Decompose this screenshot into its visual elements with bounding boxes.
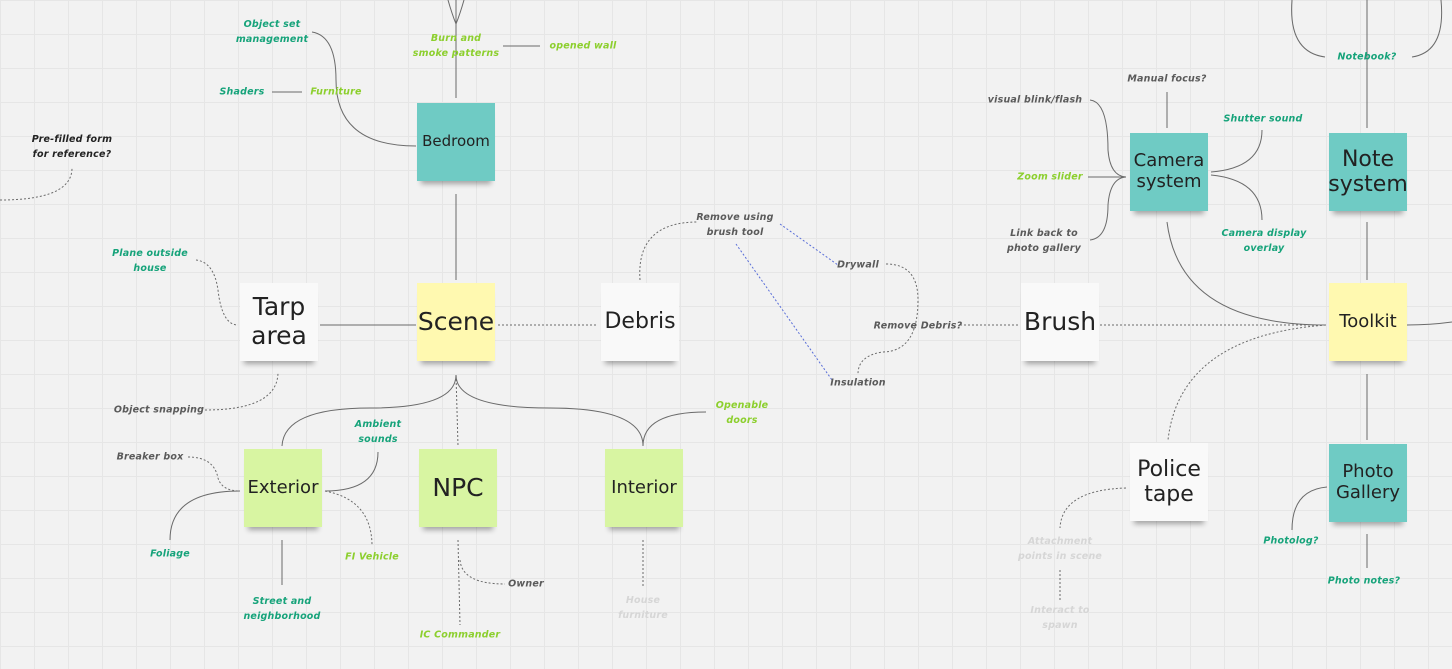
note-object-snapping[interactable]: Object snapping	[113, 404, 205, 416]
connector	[642, 411, 707, 447]
connector	[324, 451, 379, 492]
connector	[1166, 221, 1327, 326]
sticky-tarp-area[interactable]: Tarp area	[240, 283, 318, 361]
note-opened-wall[interactable]: opened wall	[549, 40, 617, 52]
connector	[639, 221, 699, 281]
connector	[1167, 324, 1327, 441]
connector	[1210, 129, 1263, 173]
note-insulation[interactable]: Insulation	[830, 377, 886, 389]
note-breaker-box[interactable]: Breaker box	[116, 451, 184, 463]
note-zoom-slider[interactable]: Zoom slider	[1017, 171, 1083, 183]
connector	[457, 539, 461, 626]
connector	[281, 374, 457, 447]
sticky-npc[interactable]: NPC	[419, 449, 497, 527]
note-foliage[interactable]: Foliage	[150, 548, 190, 560]
note-openable-doors[interactable]: Openable doors	[715, 400, 769, 426]
connector	[324, 490, 373, 547]
note-visual-blink-flash[interactable]: visual blink/flash	[987, 94, 1083, 106]
note-prefilled-form[interactable]: Pre-filled form for reference?	[31, 134, 113, 160]
note-burn-smoke-patterns[interactable]: Burn and smoke patterns	[412, 33, 500, 59]
sticky-interior[interactable]: Interior	[605, 449, 683, 527]
connector	[1411, 0, 1443, 58]
note-house-furniture[interactable]: House furniture	[618, 595, 668, 621]
note-photolog[interactable]: Photolog?	[1263, 535, 1319, 547]
connector	[455, 374, 459, 447]
note-link-back-photo-gallery[interactable]: Link back to photo gallery	[1006, 228, 1082, 254]
note-interact-to-spawn[interactable]: Interact to spawn	[1030, 605, 1090, 631]
connector	[1089, 176, 1127, 241]
sticky-brush[interactable]: Brush	[1021, 283, 1099, 361]
connector	[1089, 99, 1127, 178]
note-shaders[interactable]: Shaders	[219, 86, 265, 98]
sticky-toolkit[interactable]: Toolkit	[1329, 283, 1407, 361]
connector	[1291, 486, 1328, 531]
note-plane-outside-house[interactable]: Plane outside house	[112, 248, 188, 274]
note-attachment-points[interactable]: Attachment points in scene	[1017, 536, 1103, 562]
note-notebook[interactable]: Notebook?	[1337, 51, 1397, 63]
connector	[1059, 487, 1127, 529]
sticky-photo-gallery[interactable]: Photo Gallery	[1329, 444, 1407, 522]
note-fi-vehicle[interactable]: FI Vehicle	[345, 551, 399, 563]
connector	[1291, 0, 1326, 58]
note-shutter-sound[interactable]: Shutter sound	[1223, 113, 1303, 125]
sticky-note-system[interactable]: Note system	[1328, 133, 1408, 211]
sticky-exterior[interactable]: Exterior	[244, 449, 322, 527]
sticky-police-tape[interactable]: Police tape	[1130, 443, 1208, 521]
note-ic-commander[interactable]: IC Commander	[419, 629, 501, 641]
note-remove-debris[interactable]: Remove Debris?	[873, 320, 963, 332]
connector	[195, 259, 239, 326]
connector	[169, 490, 241, 541]
connector	[779, 223, 839, 266]
connector	[459, 559, 506, 585]
connector	[0, 167, 73, 201]
sticky-scene[interactable]: Scene	[417, 283, 495, 361]
sticky-camera-system[interactable]: Camera system	[1130, 133, 1208, 211]
note-street-neighborhood[interactable]: Street and neighborhood	[243, 596, 321, 622]
note-manual-focus[interactable]: Manual focus?	[1127, 73, 1207, 85]
note-object-set-management[interactable]: Object set management	[235, 19, 309, 45]
connector	[1406, 321, 1452, 326]
connector	[311, 31, 417, 147]
note-ambient-sounds[interactable]: Ambient sounds	[354, 419, 402, 445]
note-furniture[interactable]: Furniture	[310, 86, 362, 98]
connector	[1210, 174, 1263, 221]
sticky-bedroom[interactable]: Bedroom	[417, 103, 495, 181]
note-remove-using-brush-tool[interactable]: Remove using brush tool	[696, 212, 774, 238]
connector	[187, 456, 241, 492]
note-drywall[interactable]: Drywall	[837, 259, 879, 271]
note-camera-display-overlay[interactable]: Camera display overlay	[1221, 228, 1307, 254]
connector	[857, 263, 919, 375]
connector	[455, 374, 644, 447]
connector	[735, 243, 833, 381]
sticky-debris[interactable]: Debris	[601, 283, 679, 361]
connector	[204, 371, 279, 411]
connector	[447, 0, 465, 26]
note-owner[interactable]: Owner	[508, 578, 544, 590]
note-photo-notes[interactable]: Photo notes?	[1327, 575, 1401, 587]
